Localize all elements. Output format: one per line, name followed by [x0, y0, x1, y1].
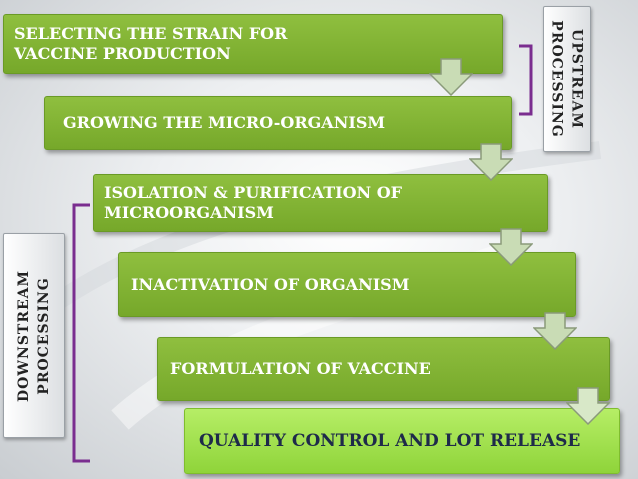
step-isolation-purification: ISOLATION & PURIFICATION OF MICROORGANIS… — [93, 174, 548, 232]
downstream-processing-text: DOWNSTREAM PROCESSING — [16, 269, 52, 402]
upstream-bracket — [519, 44, 533, 116]
step-inactivation: INACTIVATION OF ORGANISM — [118, 252, 576, 317]
step-formulation: FORMULATION OF VACCINE — [157, 337, 610, 401]
down-arrow-icon — [489, 228, 533, 266]
step-grow-organism: GROWING THE MICRO-ORGANISM — [44, 96, 512, 150]
step-quality-control: QUALITY CONTROL AND LOT RELEASE — [184, 408, 620, 474]
down-arrow-icon — [533, 312, 577, 350]
down-arrow-icon — [469, 143, 513, 181]
down-arrow-icon — [566, 387, 610, 425]
down-arrow-icon — [429, 58, 473, 96]
downstream-processing-label: DOWNSTREAM PROCESSING — [3, 233, 65, 438]
upstream-processing-label: UPSTREAM PROCESSING — [543, 6, 591, 152]
upstream-processing-text: UPSTREAM PROCESSING — [549, 20, 586, 138]
step-select-strain: SELECTING THE STRAIN FOR VACCINE PRODUCT… — [3, 14, 503, 74]
downstream-bracket — [72, 203, 90, 463]
